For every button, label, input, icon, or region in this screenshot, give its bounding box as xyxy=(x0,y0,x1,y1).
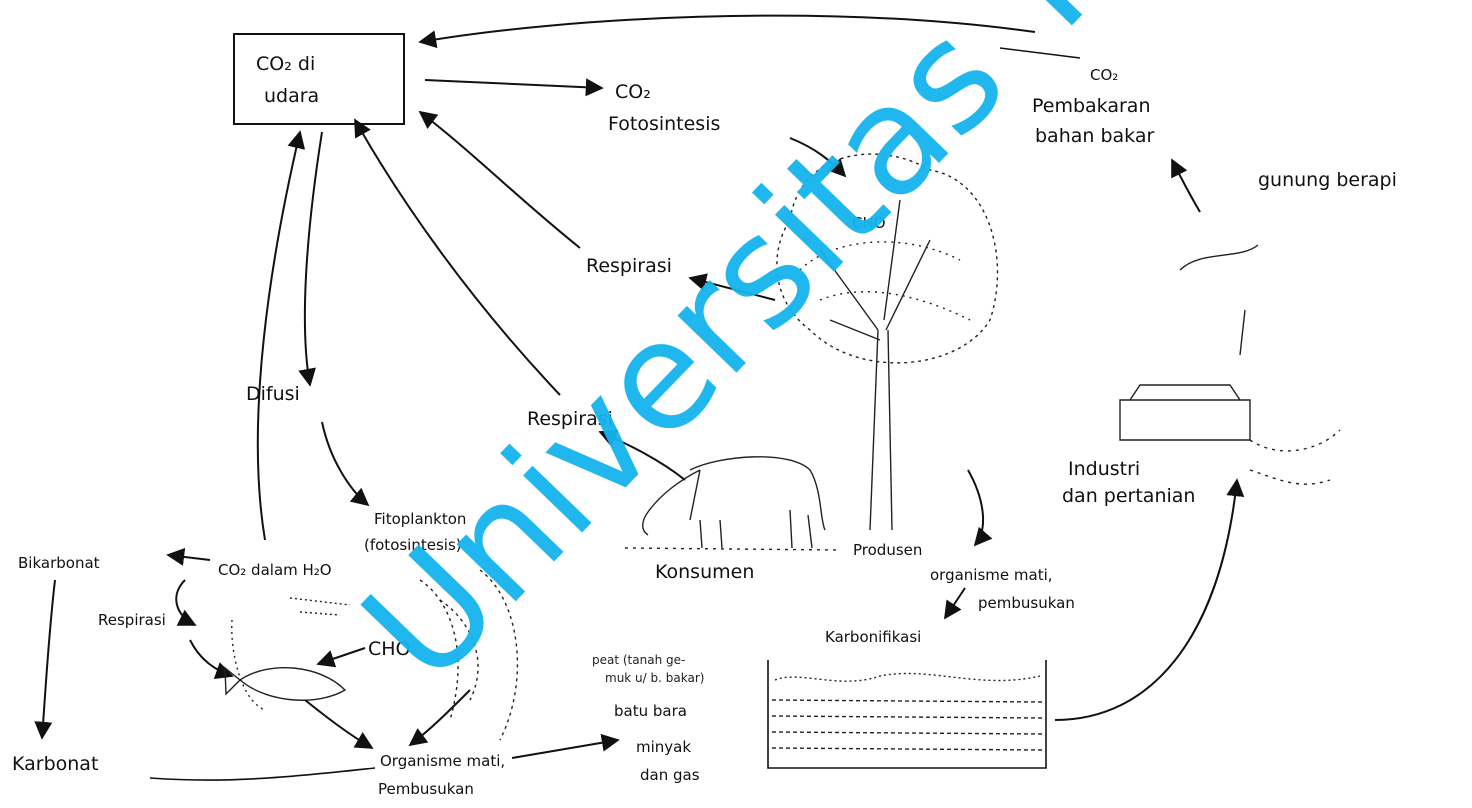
arrow-air-to-photosynthesis xyxy=(425,80,602,88)
industri-label-2: dan pertanian xyxy=(1062,485,1195,507)
pembakaran-label-2: bahan bakar xyxy=(1035,125,1154,147)
arrow-respiration-plant xyxy=(420,112,580,248)
co2-air-node: CO₂ di udara xyxy=(234,34,404,124)
co2-air-label-2: udara xyxy=(264,85,319,107)
difusi-label: Difusi xyxy=(246,383,300,405)
arrow-industry-to-burning xyxy=(1172,160,1200,212)
arrow-bikarbonat-to-karbonat xyxy=(42,580,55,738)
organisme-right-label-2: pembusukan xyxy=(978,594,1075,612)
arrow-organisme-to-karbonifikasi xyxy=(945,588,965,618)
arrow-co2-to-bikarbonat xyxy=(168,555,210,560)
peat-label-2: muk u/ b. bakar) xyxy=(605,671,704,685)
karbonifikasi-label: Karbonifikasi xyxy=(825,628,921,646)
co2-air-label-1: CO₂ di xyxy=(256,53,315,75)
arrow-air-to-water xyxy=(305,132,322,385)
co2-water-label: CO₂ dalam H₂O xyxy=(218,561,332,579)
co2-burn-label: CO₂ xyxy=(1090,66,1118,84)
konsumen-label: Konsumen xyxy=(655,561,754,583)
minyak-label-1: minyak xyxy=(636,738,691,756)
line-karbonat-to-organisme xyxy=(150,768,375,780)
arrow-coal-to-industry xyxy=(1055,480,1237,720)
arrow-organisme-to-minyak xyxy=(512,740,618,758)
peat-label-1: peat (tanah ge- xyxy=(592,653,685,667)
produsen-label: Produsen xyxy=(853,541,922,559)
arrow-difusi-to-fitoplankton xyxy=(322,422,368,505)
arrow-respiration-animal xyxy=(355,120,560,395)
industry-sketch xyxy=(1120,245,1340,484)
watermark: Universitas Terbuka xyxy=(331,0,1472,715)
arrow-water-to-air xyxy=(258,132,300,540)
fish-sketch xyxy=(225,620,345,710)
organisme-bottom-label-1: Organisme mati, xyxy=(380,752,505,770)
co2-photo-label: CO₂ xyxy=(615,81,651,103)
arrow-produsen-to-organisme xyxy=(968,470,983,545)
arrow-fish-respiration xyxy=(176,580,195,625)
respirasi-water-label: Respirasi xyxy=(98,611,166,629)
organisme-bottom-label-2: Pembusukan xyxy=(378,780,474,798)
bikarbonat-label: Bikarbonat xyxy=(18,554,100,572)
arrow-cho-to-fish xyxy=(318,648,365,664)
minyak-label-2: dan gas xyxy=(640,766,700,784)
organisme-right-label-1: organisme mati, xyxy=(930,566,1053,584)
batu-bara-label: batu bara xyxy=(614,702,687,720)
soil-layers-sketch xyxy=(768,660,1046,768)
arrow-fish-to-organisme xyxy=(305,700,372,748)
fotosintesis-label: Fotosintesis xyxy=(608,113,720,135)
industri-label-1: Industri xyxy=(1068,458,1140,480)
gunung-label: gunung berapi xyxy=(1258,169,1397,191)
karbonat-label: Karbonat xyxy=(12,753,98,775)
